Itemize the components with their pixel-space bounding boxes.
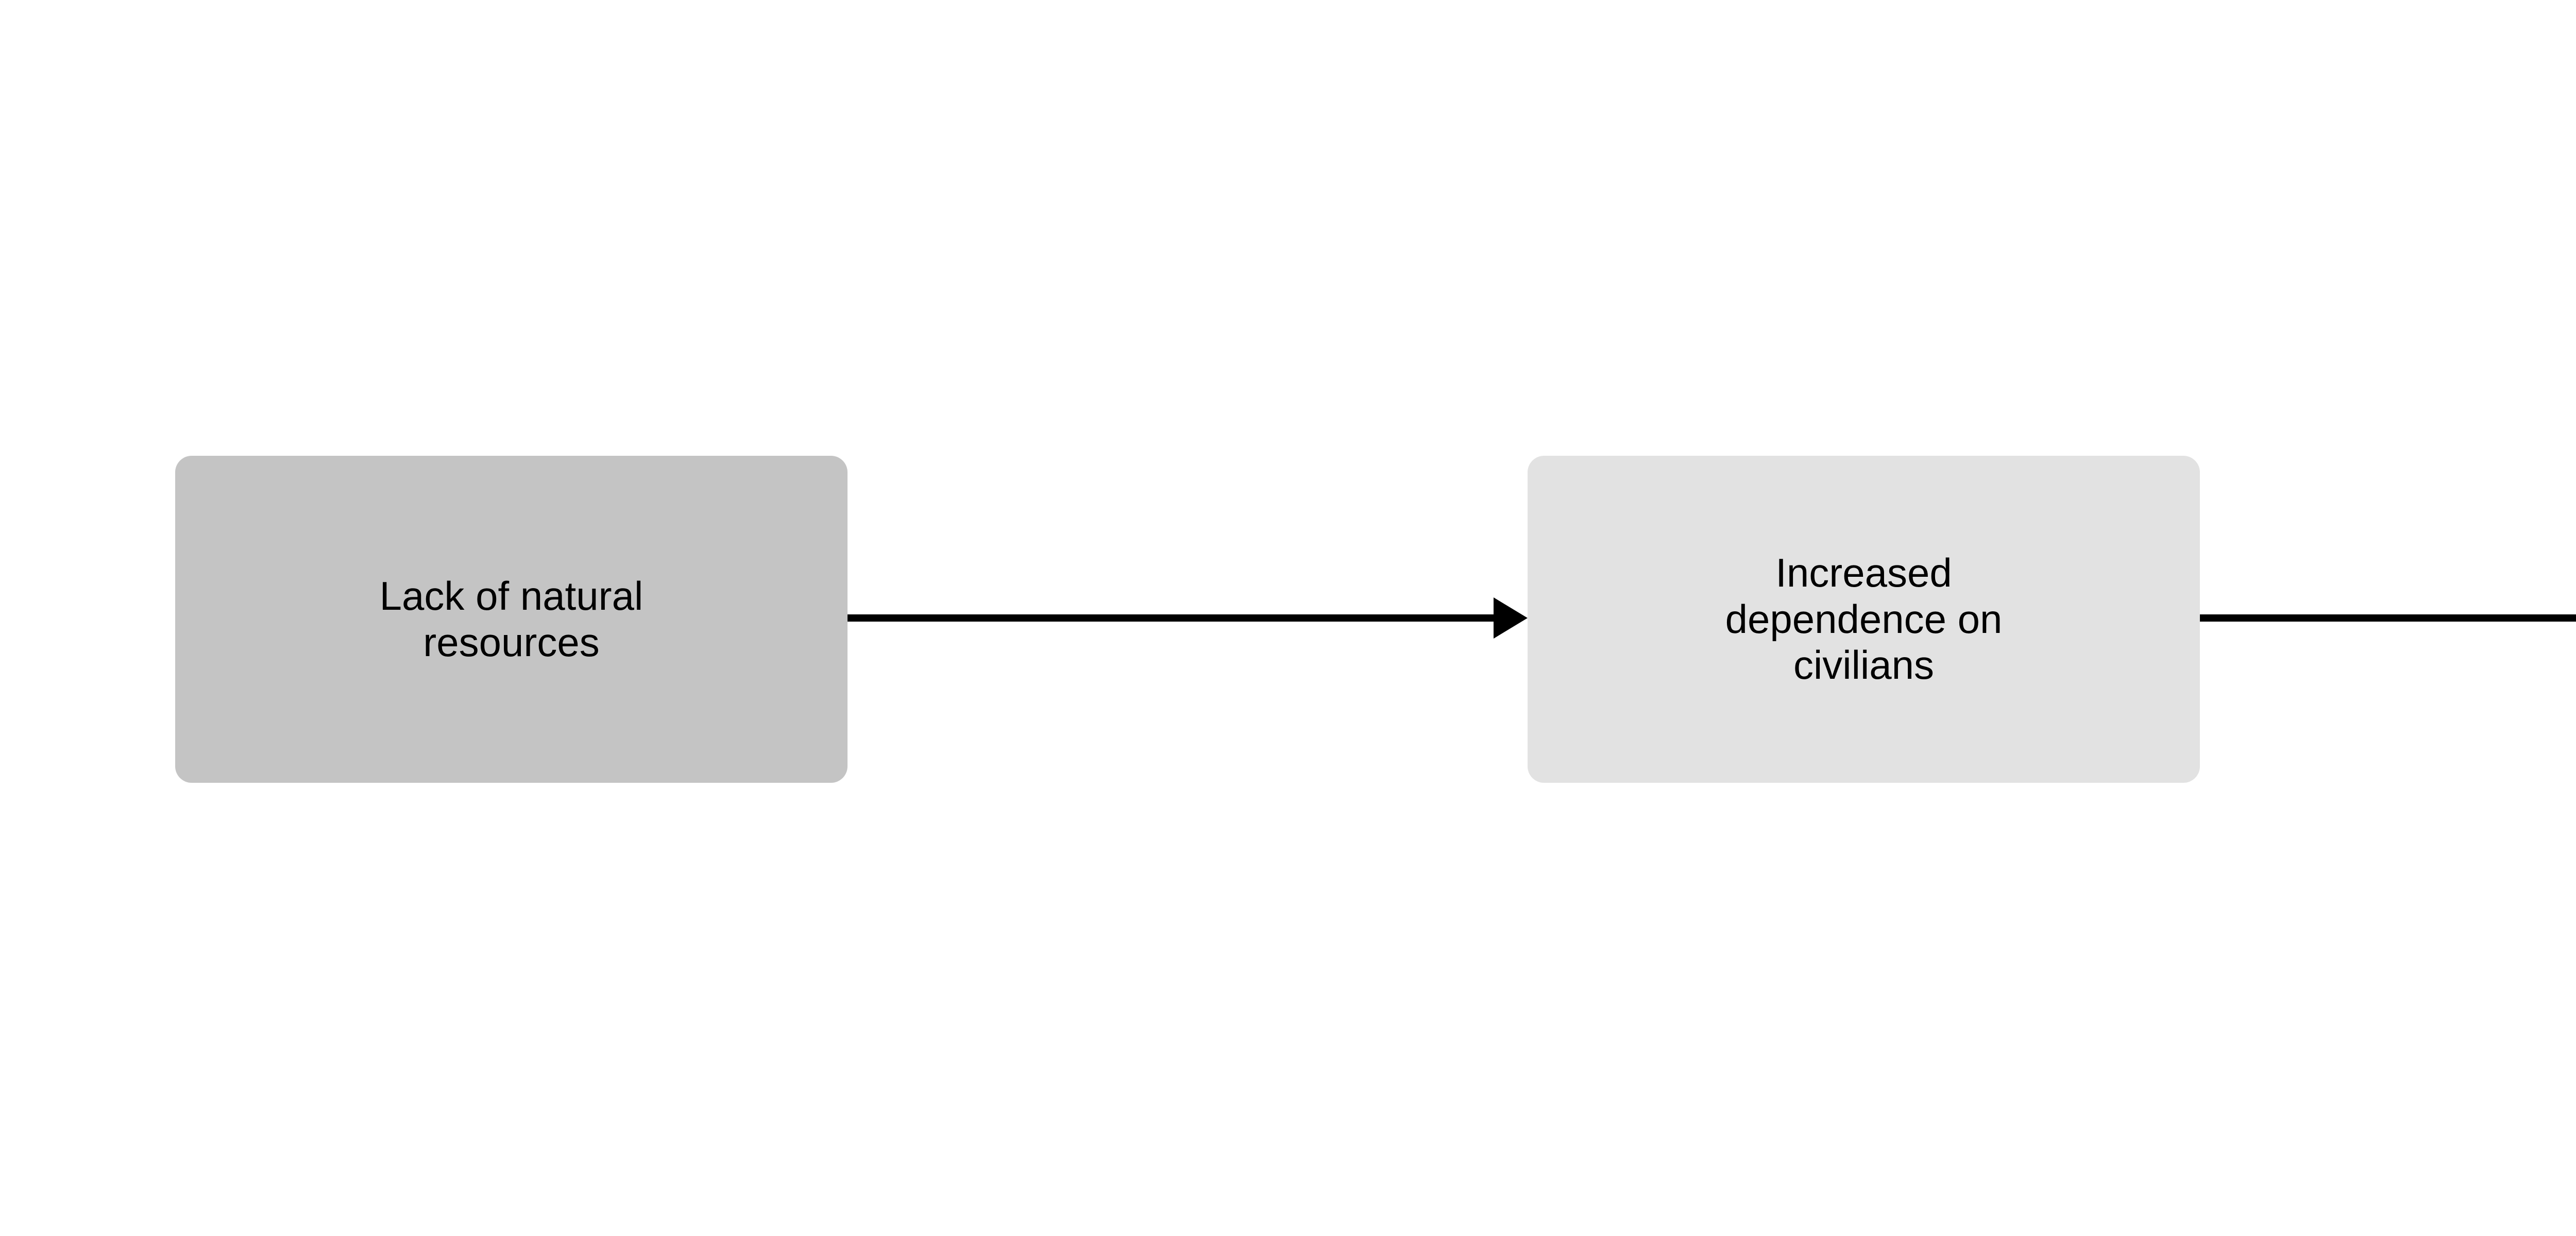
node-label: Increased dependence on civilians	[1725, 550, 2003, 688]
arrow-line	[848, 614, 1494, 622]
arrow-head-icon	[1494, 597, 1528, 639]
node-label: Lack of natural resources	[379, 573, 643, 665]
node-lack-of-natural-resources: Lack of natural resources	[175, 456, 848, 783]
edge-arrow-2	[2200, 597, 2576, 639]
node-increased-dependence-on-civilians: Increased dependence on civilians	[1528, 456, 2200, 783]
arrow-line	[2200, 614, 2576, 622]
edge-arrow-1	[848, 597, 1528, 639]
